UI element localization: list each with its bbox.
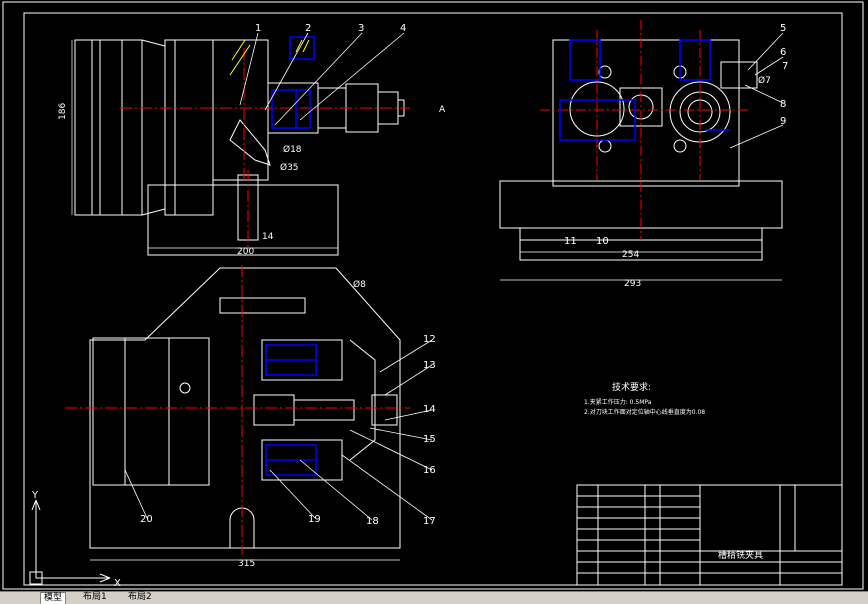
ucs-y-label: Y bbox=[31, 490, 39, 501]
part-label-4: 4 bbox=[400, 23, 406, 34]
dimension-labels: 186 200 14 Ø18 Ø35 Ø8 Ø7 254 293 315 A bbox=[58, 75, 771, 569]
part-label-1: 1 bbox=[255, 23, 261, 34]
section-arrow-label: A bbox=[439, 105, 446, 115]
part-label-7: 7 bbox=[782, 61, 788, 72]
dim-width-200: 200 bbox=[237, 247, 254, 257]
bottom-left-hidden bbox=[265, 344, 317, 476]
dimension-lines bbox=[71, 40, 782, 561]
part-label-14: 14 bbox=[423, 404, 436, 415]
dim-fit-18: Ø18 bbox=[283, 144, 302, 155]
part-label-6: 6 bbox=[780, 47, 786, 58]
part-label-8: 8 bbox=[780, 99, 786, 110]
part-label-19: 19 bbox=[308, 514, 321, 525]
bottom-left-view bbox=[89, 267, 401, 549]
part-label-3: 3 bbox=[358, 23, 364, 34]
part-label-2: 2 bbox=[305, 23, 311, 34]
top-left-hidden bbox=[271, 36, 315, 129]
dim-fit-7: Ø7 bbox=[758, 75, 771, 86]
part-label-20: 20 bbox=[140, 514, 153, 525]
part-label-17: 17 bbox=[423, 516, 436, 527]
layout-tabs-bar: 模型 布局1 布局2 bbox=[0, 591, 868, 604]
tech-req-line-2: 2.对刀块工作面对定位轴中心线垂直度为0.08 bbox=[584, 408, 705, 416]
dim-fit-8: Ø8 bbox=[353, 279, 366, 290]
tab-layout2[interactable]: 布局2 bbox=[128, 592, 152, 602]
top-right-view bbox=[499, 39, 783, 261]
dim-fit-35: Ø35 bbox=[280, 162, 299, 173]
dim-height-left: 186 bbox=[58, 103, 68, 120]
title-block-name: 槽精铣夹具 bbox=[718, 549, 763, 561]
title-block bbox=[576, 484, 843, 586]
tech-requirements: 技术要求: 1.夹紧工作压力: 0.5MPa 2.对刀块工作面对定位轴中心线垂直… bbox=[584, 381, 705, 416]
dim-fit-14: 14 bbox=[262, 232, 274, 242]
part-label-12: 12 bbox=[423, 334, 436, 345]
part-label-15: 15 bbox=[423, 434, 436, 445]
tab-layout1[interactable]: 布局1 bbox=[83, 592, 107, 602]
top-right-centerlines bbox=[540, 20, 750, 240]
tab-model[interactable]: 模型 bbox=[40, 592, 67, 604]
tech-req-line-1: 1.夹紧工作压力: 0.5MPa bbox=[584, 398, 652, 406]
leader-lines bbox=[124, 32, 784, 521]
bottom-left-centerlines bbox=[65, 265, 410, 555]
top-right-hidden bbox=[559, 39, 730, 141]
ucs-x-label: X bbox=[114, 578, 121, 589]
part-label-11: 11 bbox=[564, 236, 577, 247]
tech-req-title: 技术要求: bbox=[612, 381, 651, 393]
top-left-hatch bbox=[229, 39, 310, 76]
part-label-13: 13 bbox=[423, 360, 436, 371]
dim-width-254: 254 bbox=[622, 250, 639, 260]
dim-width-293: 293 bbox=[624, 279, 641, 289]
top-left-centerlines bbox=[120, 48, 410, 250]
top-left-view bbox=[74, 39, 405, 256]
part-label-9: 9 bbox=[780, 116, 786, 127]
dim-width-315: 315 bbox=[238, 559, 255, 569]
part-label-5: 5 bbox=[780, 23, 786, 34]
part-label-16: 16 bbox=[423, 465, 436, 476]
ucs-icon bbox=[29, 499, 111, 585]
part-number-labels: 1 2 3 4 5 6 7 8 9 10 11 12 13 14 15 16 1… bbox=[140, 23, 788, 527]
part-label-10: 10 bbox=[596, 236, 609, 247]
part-label-18: 18 bbox=[366, 516, 379, 527]
drawing-frame bbox=[2, 1, 864, 590]
